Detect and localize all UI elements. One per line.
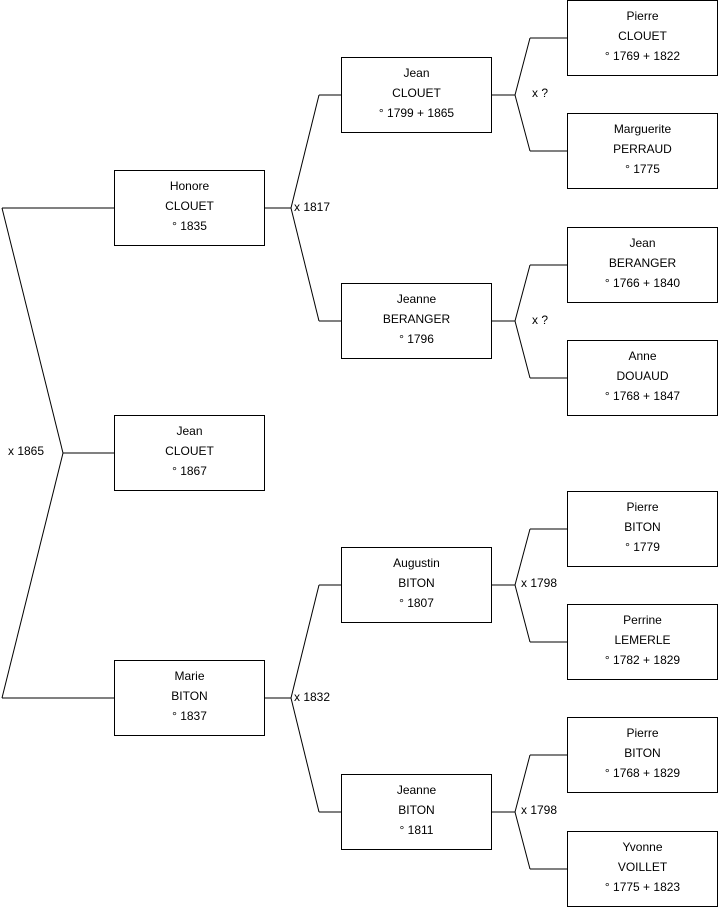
life-dates: ° 1775 + 1823 xyxy=(604,880,681,894)
first-name: Honore xyxy=(169,179,210,193)
first-name: Marguerite xyxy=(613,122,672,136)
marriage-label-1832: x 1832 xyxy=(294,690,331,704)
last-name: CLOUET xyxy=(618,29,667,43)
last-name: BITON xyxy=(624,520,661,534)
life-dates: ° 1768 + 1847 xyxy=(604,389,681,403)
marriage-label-1817: x 1817 xyxy=(294,200,331,214)
person-box-yvonne-voillet[interactable]: Yvonne VOILLET ° 1775 + 1823 xyxy=(567,831,718,907)
person-box-anne-douaud[interactable]: Anne DOUAUD ° 1768 + 1847 xyxy=(567,340,718,416)
last-name: CLOUET xyxy=(392,86,441,100)
first-name: Jean xyxy=(629,236,656,250)
first-name: Yvonne xyxy=(622,840,663,854)
last-name: VOILLET xyxy=(617,860,668,874)
first-name: Augustin xyxy=(393,556,440,570)
person-box-jean-beranger[interactable]: Jean BERANGER ° 1766 + 1840 xyxy=(567,227,718,303)
last-name: CLOUET xyxy=(165,199,214,213)
person-box-jeanne-biton[interactable]: Jeanne BITON ° 1811 xyxy=(341,774,492,850)
last-name: BERANGER xyxy=(608,256,677,270)
person-box-jeanne-beranger[interactable]: Jeanne BERANGER ° 1796 xyxy=(341,283,492,359)
last-name: BERANGER xyxy=(382,312,451,326)
life-dates: ° 1867 xyxy=(172,464,207,478)
person-box-marguerite-perraud[interactable]: Marguerite PERRAUD ° 1775 xyxy=(567,113,718,189)
person-box-marie-biton[interactable]: Marie BITON ° 1837 xyxy=(114,660,265,736)
life-dates: ° 1835 xyxy=(172,219,207,233)
first-name: Jean xyxy=(403,66,430,80)
life-dates: ° 1768 + 1829 xyxy=(604,766,681,780)
last-name: LEMERLE xyxy=(614,633,671,647)
person-box-augustin-biton[interactable]: Augustin BITON ° 1807 xyxy=(341,547,492,623)
first-name: Pierre xyxy=(626,500,659,514)
life-dates: ° 1769 + 1822 xyxy=(604,49,681,63)
first-name: Perrine xyxy=(623,613,662,627)
life-dates: ° 1775 xyxy=(625,162,660,176)
first-name: Marie xyxy=(174,669,205,683)
person-box-pierre-biton-1768[interactable]: Pierre BITON ° 1768 + 1829 xyxy=(567,717,718,793)
first-name: Jeanne xyxy=(396,783,437,797)
marriage-label-1865: x 1865 xyxy=(8,444,45,458)
first-name: Jean xyxy=(176,424,203,438)
last-name: BITON xyxy=(398,576,435,590)
person-box-jean-clouet-1867[interactable]: Jean CLOUET ° 1867 xyxy=(114,415,265,491)
first-name: Anne xyxy=(628,349,657,363)
life-dates: ° 1779 xyxy=(625,540,660,554)
life-dates: ° 1807 xyxy=(399,596,434,610)
last-name: BITON xyxy=(171,689,208,703)
person-box-perrine-lemerle[interactable]: Perrine LEMERLE ° 1782 + 1829 xyxy=(567,604,718,680)
life-dates: ° 1766 + 1840 xyxy=(604,276,681,290)
first-name: Pierre xyxy=(626,726,659,740)
life-dates: ° 1837 xyxy=(172,709,207,723)
person-box-pierre-clouet[interactable]: Pierre CLOUET ° 1769 + 1822 xyxy=(567,0,718,76)
life-dates: ° 1782 + 1829 xyxy=(604,653,681,667)
last-name: PERRAUD xyxy=(613,142,672,156)
marriage-label-beranger-douaud: x ? xyxy=(532,313,549,327)
marriage-label-biton-lemerle: x 1798 xyxy=(521,576,558,590)
last-name: BITON xyxy=(624,746,661,760)
life-dates: ° 1811 xyxy=(399,823,434,837)
marriage-label-biton-voillet: x 1798 xyxy=(521,803,558,817)
first-name: Pierre xyxy=(626,9,659,23)
person-box-pierre-biton-1779[interactable]: Pierre BITON ° 1779 xyxy=(567,491,718,567)
last-name: BITON xyxy=(398,803,435,817)
life-dates: ° 1799 + 1865 xyxy=(378,106,455,120)
person-box-honore-clouet[interactable]: Honore CLOUET ° 1835 xyxy=(114,170,265,246)
first-name: Jeanne xyxy=(396,292,437,306)
person-box-jean-clouet-1799[interactable]: Jean CLOUET ° 1799 + 1865 xyxy=(341,57,492,133)
last-name: CLOUET xyxy=(165,444,214,458)
last-name: DOUAUD xyxy=(616,369,669,383)
marriage-label-clouet-perraud: x ? xyxy=(532,86,549,100)
life-dates: ° 1796 xyxy=(399,332,434,346)
